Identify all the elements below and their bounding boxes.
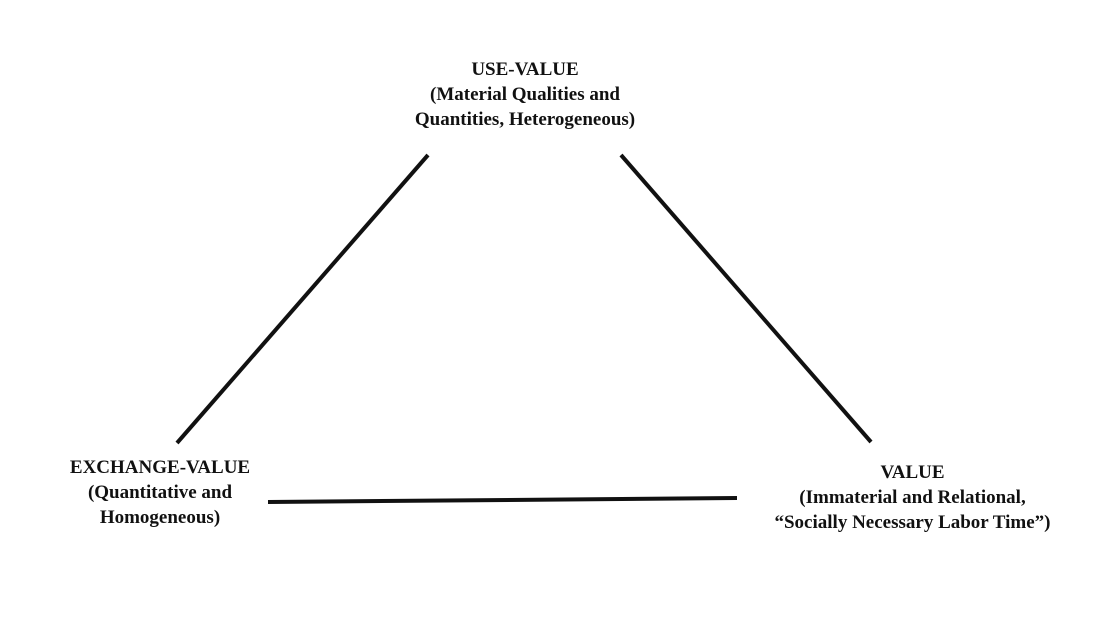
node-value-desc-line2: “Socially Necessary Labor Time”) bbox=[774, 512, 1051, 533]
node-use-value-desc-line2: Quantities, Heterogeneous) bbox=[414, 109, 636, 130]
node-use-value-title: USE-VALUE bbox=[471, 59, 579, 80]
node-exchange-value-desc-line1: (Quantitative and bbox=[87, 482, 233, 503]
node-exchange-value: EXCHANGE-VALUE (Quantitative and Homogen… bbox=[10, 455, 310, 530]
node-use-value: USE-VALUE (Material Qualities and Quanti… bbox=[360, 57, 690, 132]
node-value: VALUE (Immaterial and Relational, “Socia… bbox=[705, 460, 1120, 535]
node-value-title: VALUE bbox=[880, 462, 945, 483]
node-value-desc-line1: (Immaterial and Relational, bbox=[799, 487, 1026, 508]
edge-use-value-to-value bbox=[619, 153, 873, 444]
edge-exchange-value-to-value bbox=[267, 496, 738, 504]
node-use-value-desc-line1: (Material Qualities and bbox=[430, 84, 620, 105]
node-exchange-value-desc-line2: Homogeneous) bbox=[99, 507, 221, 528]
edge-use-value-to-exchange-value bbox=[175, 153, 430, 445]
node-exchange-value-title: EXCHANGE-VALUE bbox=[69, 457, 251, 478]
